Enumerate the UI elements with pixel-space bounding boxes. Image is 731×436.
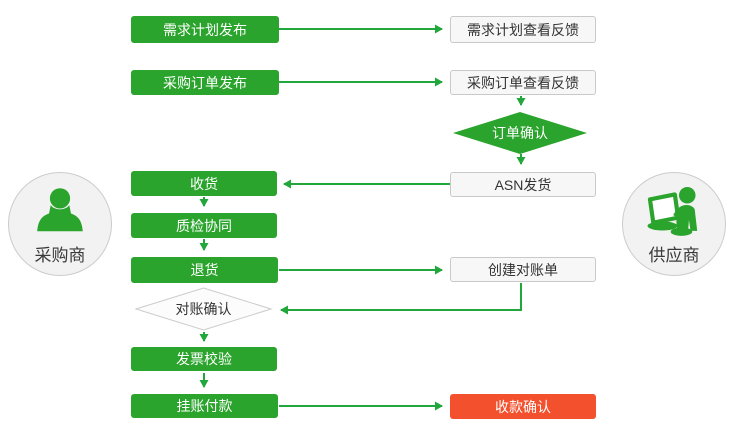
- node-invoice-verify[interactable]: 发票校验: [131, 347, 277, 371]
- actor-buyer: 采购商: [8, 172, 112, 276]
- node-receive-goods[interactable]: 收货: [131, 171, 277, 196]
- node-return-goods[interactable]: 退货: [131, 257, 278, 283]
- node-reconcile-confirm-label: 对账确认: [175, 301, 232, 317]
- node-account-payment[interactable]: 挂账付款: [131, 394, 278, 418]
- node-po-feedback[interactable]: 采购订单查看反馈: [450, 70, 596, 95]
- node-order-confirm[interactable]: 订单确认: [453, 112, 587, 154]
- person-icon: [33, 183, 87, 239]
- connector-statement-to-reconcile: [280, 283, 522, 315]
- node-reconcile-confirm[interactable]: 对账确认: [135, 287, 272, 331]
- node-po-publish[interactable]: 采购订单发布: [131, 70, 279, 95]
- person-laptop-icon: [645, 183, 703, 239]
- node-payment-confirm[interactable]: 收款确认: [450, 394, 596, 419]
- node-quality-check[interactable]: 质检协同: [131, 213, 277, 238]
- node-demand-plan-publish[interactable]: 需求计划发布: [131, 16, 279, 43]
- actor-supplier: 供应商: [622, 172, 726, 276]
- diamond-shape: [135, 287, 272, 331]
- diamond-shape: [453, 112, 587, 154]
- actor-buyer-label: 采购商: [34, 246, 86, 265]
- node-order-confirm-label: 订单确认: [492, 125, 548, 141]
- actor-supplier-label: 供应商: [648, 246, 700, 265]
- node-create-statement[interactable]: 创建对账单: [450, 257, 596, 282]
- node-asn-ship[interactable]: ASN发货: [450, 172, 596, 197]
- node-demand-plan-feedback[interactable]: 需求计划查看反馈: [450, 16, 596, 43]
